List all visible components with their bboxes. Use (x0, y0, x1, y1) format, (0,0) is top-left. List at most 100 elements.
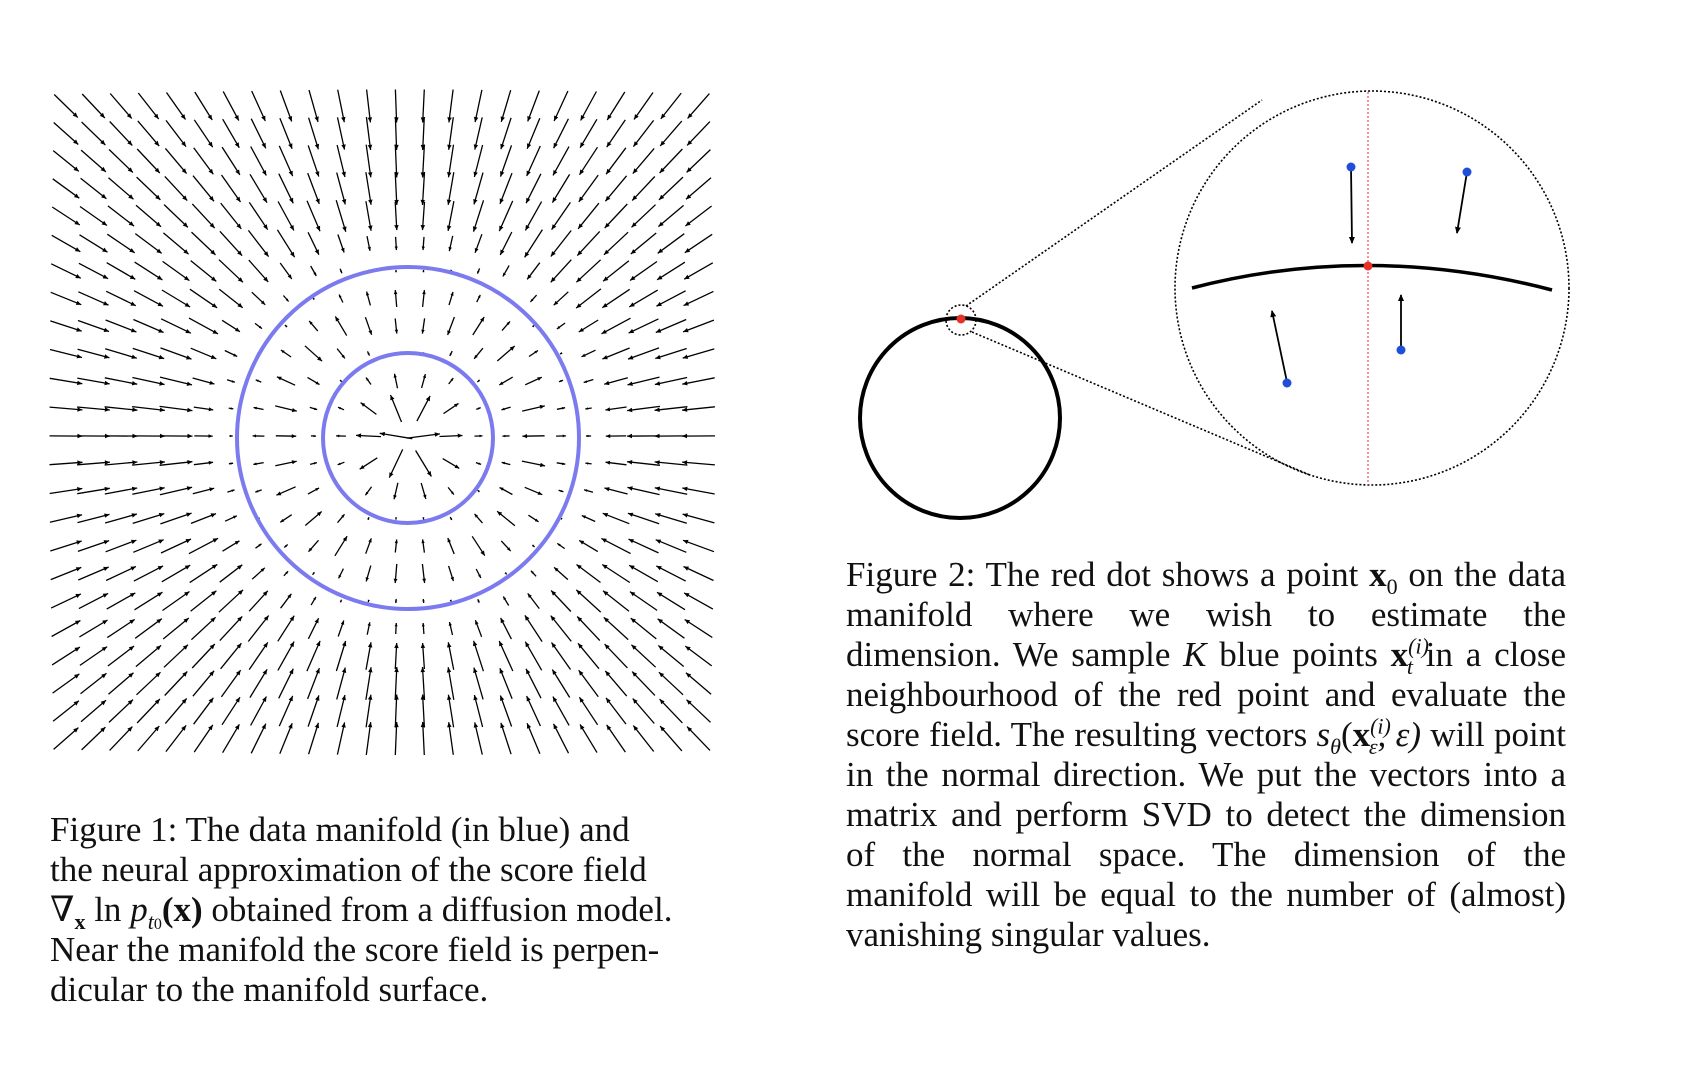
score-arrow (684, 618, 713, 639)
score-arrow (498, 640, 514, 672)
score-arrow-head (628, 355, 634, 360)
score-arrow (500, 117, 512, 150)
score-arrow-head (74, 193, 80, 199)
score-arrow-head (291, 434, 297, 439)
score-arrow-head (656, 301, 662, 307)
score-arrow-head (339, 379, 342, 382)
score-arrow-head (478, 574, 481, 578)
zoom-connector-top (965, 99, 1263, 307)
score-arrow (447, 667, 455, 700)
score-arrow-head (447, 330, 451, 335)
score-arrow-head (339, 294, 342, 298)
score-arrow (632, 725, 655, 752)
score-arrow-head (421, 623, 425, 627)
score-arrow-head (209, 196, 214, 202)
score-arrow-head (356, 433, 362, 438)
score-arrow-head (314, 143, 320, 150)
score-arrow-head (475, 620, 479, 625)
score-arrow-head (657, 618, 663, 624)
score-arrow-head (500, 171, 505, 177)
score-arrow (659, 148, 683, 174)
score-arrow (682, 539, 715, 553)
score-arrow-head (580, 724, 585, 730)
score-arrow-head (602, 303, 608, 308)
score-arrow-head (602, 564, 608, 570)
score-arrow-head (208, 168, 214, 175)
score-arrow (605, 697, 627, 725)
score-arrow (473, 694, 484, 728)
score-arrow-head (499, 225, 504, 232)
score-arrow (194, 91, 213, 121)
score-arrow-head (315, 381, 320, 385)
score-arrow-head (604, 380, 610, 386)
score-arrow (654, 406, 688, 411)
score-arrow-head (524, 251, 530, 258)
score-arrow (499, 695, 513, 727)
score-arrow-head (208, 460, 214, 465)
score-arrow-head (104, 460, 110, 465)
score-arrow-head (365, 491, 369, 496)
score-arrow-head (500, 617, 505, 624)
score-arrow (307, 172, 320, 205)
score-arrow-head (655, 354, 661, 360)
score-arrow (524, 229, 543, 258)
score-arrow-head (395, 269, 398, 273)
score-arrow-head (186, 512, 192, 517)
score-arrow-head (629, 591, 636, 597)
score-arrow-head (157, 592, 163, 597)
score-arrow-head (532, 544, 535, 547)
score-arrow-head (683, 328, 689, 333)
score-arrow-head (237, 250, 243, 256)
score-arrow (604, 670, 628, 697)
score-arrow-head (261, 723, 266, 730)
score-arrow-head (212, 538, 219, 543)
score-arrow-head (603, 249, 610, 255)
score-arrow-head (522, 434, 528, 439)
score-arrow-head (606, 168, 611, 175)
score-arrow (421, 171, 426, 206)
score-arrow (78, 592, 109, 610)
xt-subscript: t (1406, 654, 1414, 679)
score-arrow-head (101, 673, 107, 679)
score-arrow-head (287, 116, 293, 122)
score-arrow (524, 201, 543, 231)
score-arrow-head (450, 576, 454, 582)
manifold-circle (858, 316, 1062, 520)
score-arrow (657, 618, 685, 639)
score-arrow-head (447, 538, 451, 543)
score-arrow (52, 150, 80, 172)
score-arrow-head (420, 643, 426, 649)
score-arrow-head (103, 327, 109, 332)
score-arrow-head (253, 406, 257, 410)
score-arrow-head (210, 249, 216, 255)
p-argument: (x) (161, 890, 203, 929)
score-arrow (105, 539, 137, 553)
score-arrow (627, 376, 660, 386)
score-arrow-head (341, 116, 346, 123)
score-arrow-head (628, 539, 634, 544)
score-arrow-head (104, 513, 110, 518)
zoom-source-circle (945, 304, 977, 336)
score-arrow-head (338, 574, 342, 579)
score-arrow-head (234, 142, 240, 148)
score-arrow (525, 173, 542, 204)
score-arrow-head (154, 140, 160, 147)
score-arrow (687, 93, 710, 119)
score-arrow (655, 347, 687, 360)
score-arrow-head (604, 487, 610, 492)
score-arrow (250, 696, 267, 726)
score-arrow-head (509, 346, 515, 351)
score-arrow-head (576, 589, 582, 595)
score-arrow (165, 120, 187, 147)
score-arrow (77, 348, 110, 359)
score-arrow-head (234, 724, 240, 730)
score-arrow-head (103, 301, 109, 306)
score-arrow (657, 644, 685, 668)
x0-subscript: 0 (1386, 574, 1398, 599)
score-arrow (306, 667, 321, 700)
score-arrow (365, 694, 372, 728)
score-arrow-head (184, 565, 191, 570)
score-arrow (421, 144, 426, 178)
score-arrow (77, 319, 110, 333)
score-arrow (247, 615, 270, 642)
